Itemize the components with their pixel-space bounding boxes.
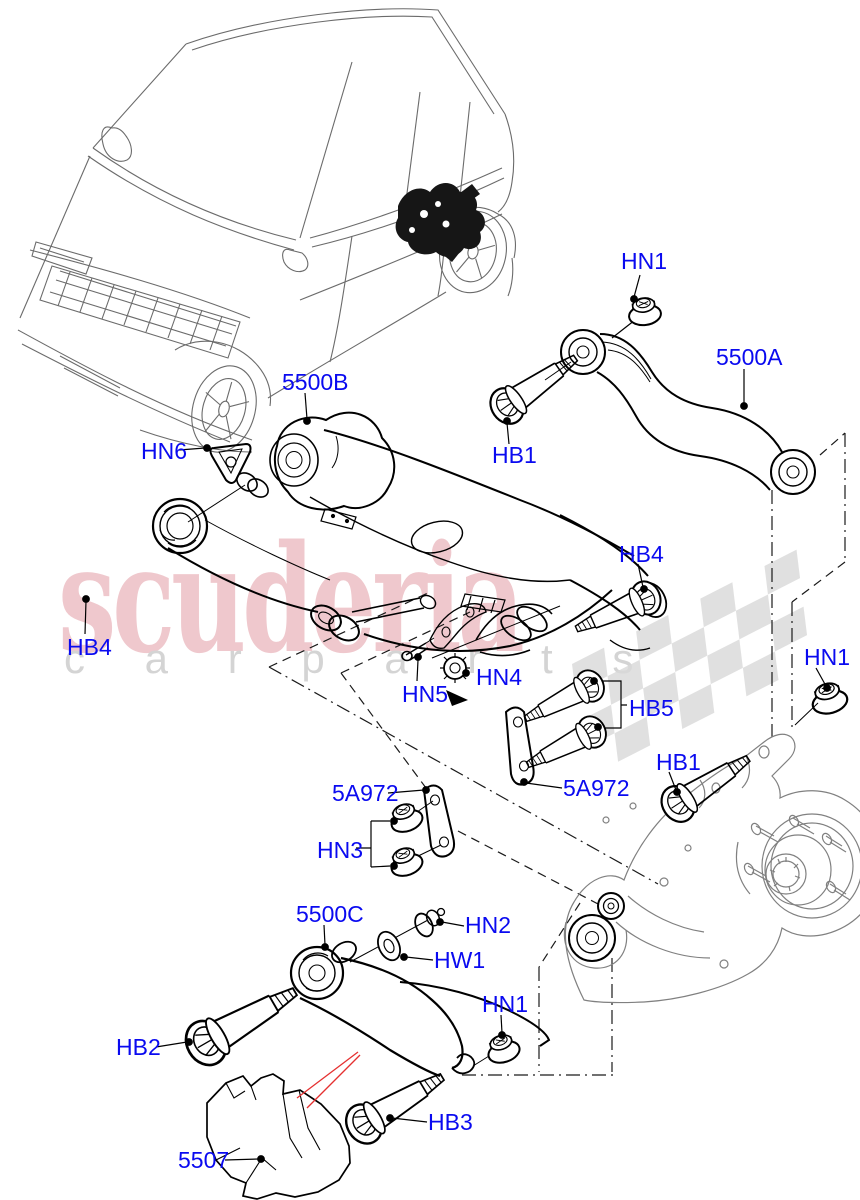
part-label-hn5[interactable]: HN5 (402, 681, 449, 707)
part-label-5500b[interactable]: 5500B (282, 369, 349, 395)
part-label-5500c[interactable]: 5500C (296, 901, 364, 927)
part-label-hb4-right[interactable]: HB4 (619, 541, 664, 567)
part-label-hb2[interactable]: HB2 (116, 1034, 161, 1060)
part-label-hb3[interactable]: HB3 (428, 1109, 473, 1135)
part-label-5a972-left[interactable]: 5A972 (332, 780, 399, 806)
guard-5507 (206, 1073, 351, 1200)
part-label-5507[interactable]: 5507 (178, 1147, 230, 1173)
nut-washer-hn2 (414, 907, 446, 938)
part-label-5500a[interactable]: 5500A (716, 344, 783, 370)
part-label-hb4-left[interactable]: HB4 (67, 634, 112, 660)
stabilizer-clamp-parts (401, 602, 561, 706)
upper-arm-5500a (544, 319, 816, 495)
knuckle-hub-illustration (563, 733, 860, 1004)
part-label-hn3[interactable]: HN3 (317, 837, 364, 863)
leader-lines (82, 274, 831, 1163)
part-label-hb1-left[interactable]: HB1 (492, 442, 537, 468)
part-label-hn2[interactable]: HN2 (465, 912, 512, 938)
red-pointer-lines (296, 1051, 361, 1109)
part-label-hn1-right[interactable]: HN1 (804, 644, 851, 670)
part-label-hw1[interactable]: HW1 (434, 947, 486, 973)
part-label-hb5[interactable]: HB5 (629, 695, 674, 721)
part-label-5a972-right[interactable]: 5A972 (563, 775, 630, 801)
phantom-lines (268, 432, 846, 1076)
part-label-hb1-right[interactable]: HB1 (656, 749, 701, 775)
part-label-hn4[interactable]: HN4 (476, 664, 523, 690)
suspension-highlight (395, 183, 485, 262)
knuckle-bushings (568, 892, 625, 962)
watermark-tagline-text: c a r p a r t s (64, 635, 658, 682)
part-label-hn6[interactable]: HN6 (141, 438, 188, 464)
part-label-hn1-top[interactable]: HN1 (621, 248, 668, 274)
part-label-hn1-bottom[interactable]: HN1 (482, 991, 529, 1017)
